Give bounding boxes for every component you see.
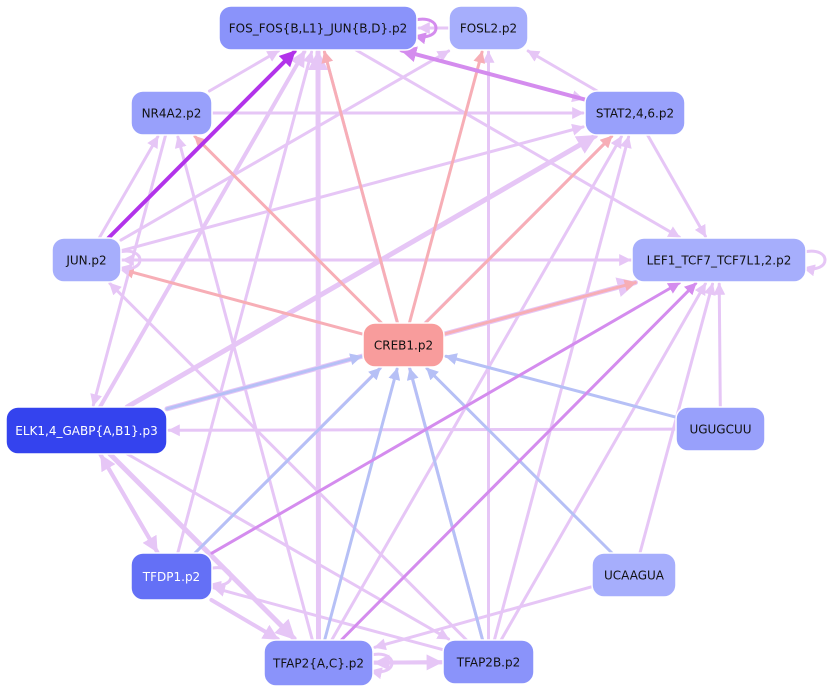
edge-tfap2ac-to-lef1 [339, 281, 698, 642]
node-nr4a2[interactable]: NR4A2.p2 [130, 90, 213, 136]
edge-elk-to-creb [165, 353, 363, 411]
node-box-nr4a2 [130, 90, 213, 136]
node-box-jun [51, 237, 122, 283]
edge-elk-to-stat [124, 133, 598, 410]
node-label-jun: JUN.p2 [65, 254, 106, 268]
node-ugugcuu[interactable]: UGUGCUU [675, 406, 766, 452]
self-loop-tfap2ac [369, 652, 394, 680]
node-box-fos [218, 5, 418, 51]
node-fosl2[interactable]: FOSL2.p2 [448, 5, 529, 51]
node-label-tfap2ac: TFAP2{A,C}.p2 [272, 657, 364, 671]
edge-ucaagua-to-tfap2ac [373, 585, 594, 651]
self-loop-jun [117, 249, 142, 277]
edge-tfap2b-to-lef1 [499, 282, 707, 642]
edge-tfdp1-to-tfap2ac [209, 598, 280, 641]
node-label-tfdp1: TFDP1.p2 [142, 570, 200, 584]
edge-tfap2ac-to-stat [330, 135, 623, 642]
edge-jun-to-fos [106, 49, 297, 240]
self-loop-lef1 [802, 249, 827, 277]
node-fos[interactable]: FOS_FOS{B,L1}_JUN{B,D}.p2 [218, 5, 418, 51]
edge-creb-to-lef1 [442, 279, 637, 336]
node-stat[interactable]: STAT2,4,6.p2 [584, 90, 686, 136]
edge-tfdp1-to-elk [99, 453, 160, 555]
node-label-fos: FOS_FOS{B,L1}_JUN{B,D}.p2 [229, 22, 408, 36]
node-box-lef1 [631, 237, 807, 283]
node-elk[interactable]: ELK1,4_GABP{A,B1}.p3 [5, 406, 168, 455]
self-loop-fos [413, 17, 438, 45]
edge-jun-to-stat [119, 123, 585, 253]
edge-creb-to-nr4a2 [193, 134, 383, 325]
node-label-fosl2: FOSL2.p2 [460, 22, 517, 36]
node-box-ugugcuu [675, 406, 766, 452]
edge-jun-to-nr4a2 [97, 135, 160, 240]
edge-stat-to-lef1 [646, 133, 707, 238]
node-label-elk: ELK1,4_GABP{A,B1}.p3 [15, 424, 157, 438]
node-box-ucaagua [591, 552, 677, 598]
edge-stat-to-fosl2 [526, 49, 599, 93]
edge-tfap2b-to-stat [492, 135, 632, 642]
edge-creb-to-jun [121, 266, 365, 336]
edge-tfap2b-to-tfdp1 [212, 584, 445, 652]
node-creb[interactable]: CREB1.p2 [362, 322, 445, 368]
node-box-creb [362, 322, 445, 368]
node-label-lef1: LEF1_TCF7_TCF7L1,2.p2 [647, 254, 792, 268]
edge-stat-to-fos [399, 46, 587, 102]
node-label-tfap2b: TFAP2B.p2 [456, 656, 521, 670]
edge-tfdp1-to-creb [193, 366, 382, 555]
edge-tfdp1-to-lef1 [210, 281, 681, 555]
node-box-stat [584, 90, 686, 136]
edge-nr4a2-to-fos [207, 49, 280, 93]
nodes-layer: FOS_FOS{B,L1}_JUN{B,D}.p2 FOSL2.p2NR4A2.p… [5, 5, 807, 687]
node-tfap2ac[interactable]: TFAP2{A,C}.p2 [263, 639, 374, 687]
node-label-creb: CREB1.p2 [374, 339, 433, 353]
edge-creb-to-fosl2 [407, 50, 486, 325]
node-box-tfap2b [442, 639, 535, 685]
edge-creb-to-fos [321, 50, 400, 325]
node-lef1[interactable]: LEF1_TCF7_TCF7L1,2.p2 [631, 237, 807, 283]
node-tfap2b[interactable]: TFAP2B.p2 [442, 639, 535, 685]
node-jun[interactable]: JUN.p2 [51, 237, 122, 283]
self-loop-tfdp1 [208, 566, 233, 593]
node-box-tfdp1 [130, 552, 213, 601]
edge-ugugcuu-to-lef1 [713, 282, 726, 409]
edge-jun-to-fosl2 [119, 49, 451, 242]
edge-creb-to-stat [423, 134, 614, 325]
node-label-nr4a2: NR4A2.p2 [142, 107, 202, 121]
node-tfdp1[interactable]: TFDP1.p2 [130, 552, 213, 601]
edge-ugugcuu-to-creb [444, 353, 678, 419]
node-box-fosl2 [448, 5, 529, 51]
node-label-ugugcuu: UGUGCUU [689, 423, 751, 437]
node-label-ucaagua: UCAAGUA [604, 569, 665, 583]
node-ucaagua[interactable]: UCAAGUA [591, 552, 677, 598]
node-box-tfap2ac [263, 639, 374, 687]
node-box-elk [5, 406, 168, 455]
self-loops-layer [117, 17, 827, 680]
edge-tfap2ac-to-creb [323, 367, 401, 642]
edge-tfap2b-to-creb [406, 367, 485, 642]
node-label-stat: STAT2,4,6.p2 [596, 107, 674, 121]
